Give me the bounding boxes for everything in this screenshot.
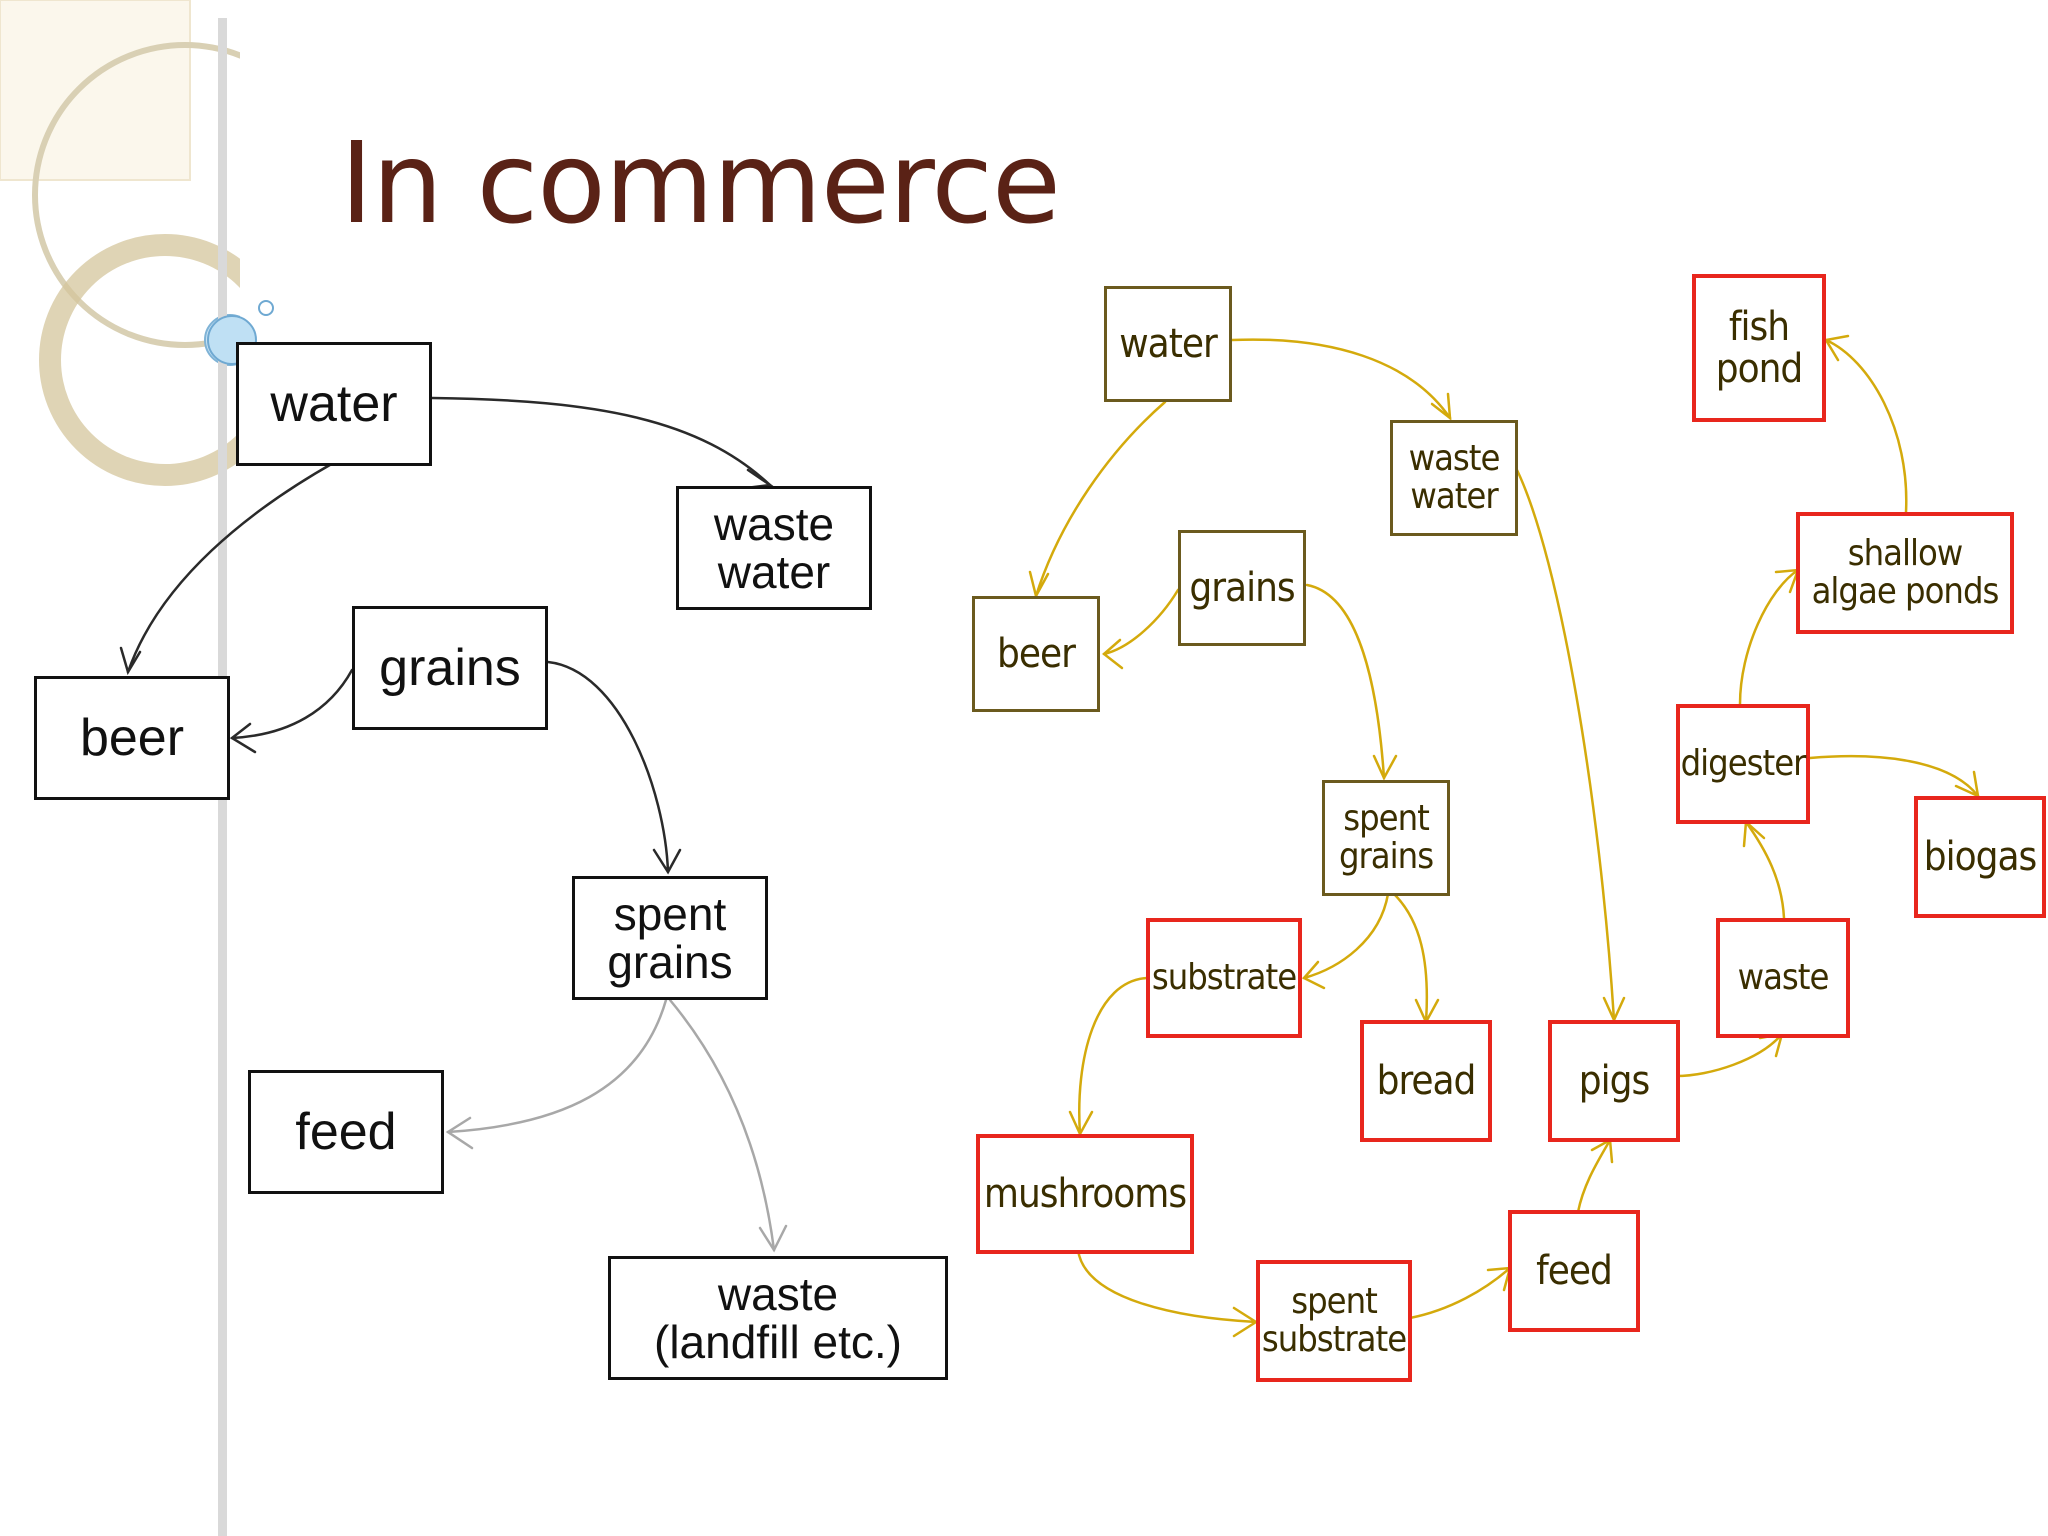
edge-right-algae-fishpond [1824, 338, 1908, 514]
edge-right-wastewater-pigs [1515, 468, 1616, 1022]
arrow-right-substrate [1301, 960, 1326, 990]
right-node-feed: feed [1508, 1210, 1640, 1332]
edge-right-pigs-waste [1674, 1032, 1784, 1078]
edge-right-water-beer [1034, 400, 1167, 598]
right-node-waste-water: waste water [1390, 420, 1518, 536]
edge-left-spentgrains-feed [446, 998, 668, 1134]
right-node-spent-grains: spent grains [1322, 780, 1450, 896]
arrow-right-mushrooms [1068, 1110, 1094, 1137]
edge-right-mushrooms-spentsubstrate [1076, 1248, 1258, 1324]
arrow-left-spentgrains [652, 848, 682, 875]
arrow-right-spentgrains [1372, 754, 1398, 781]
arrow-left-beer-2 [229, 722, 257, 754]
slide-title: In commerce [340, 119, 1061, 249]
edge-right-waste-digester [1744, 820, 1786, 920]
edge-right-spentgrains-bread [1392, 892, 1429, 1024]
arrow-right-wastewater [1430, 392, 1452, 421]
left-node-waste-water: waste water [676, 486, 872, 610]
right-node-substrate: substrate [1146, 918, 1302, 1038]
edge-left-grains-spentgrains [546, 660, 670, 874]
decorative-circles [0, 0, 240, 486]
edge-right-grains-beer [1102, 588, 1180, 656]
right-node-biogas: biogas [1914, 796, 2046, 918]
edge-right-spentgrains-substrate [1302, 892, 1390, 980]
arrow-right-fishpond [1823, 334, 1850, 362]
left-node-beer: beer [34, 676, 230, 800]
right-node-grains: grains [1178, 530, 1306, 646]
right-node-fish-pond: fish pond [1692, 274, 1826, 422]
edge-left-spentgrains-waste [668, 998, 776, 1252]
left-node-spent-grains: spent grains [572, 876, 768, 1000]
edge-left-grains-beer [230, 668, 354, 740]
right-node-shallow-algae-ponds: shallow algae ponds [1796, 512, 2014, 634]
right-node-beer: beer [972, 596, 1100, 712]
left-node-waste-landfill: waste (landfill etc.) [608, 1256, 948, 1380]
edge-right-substrate-mushrooms [1078, 976, 1150, 1136]
right-node-digester: digester [1676, 704, 1810, 824]
arrow-left-waste [758, 1224, 788, 1253]
right-node-pigs: pigs [1548, 1020, 1680, 1142]
right-node-bread: bread [1360, 1020, 1492, 1142]
right-node-waste: waste [1716, 918, 1850, 1038]
arrow-right-beer-2 [1102, 638, 1124, 670]
arrow-left-beer-1 [119, 646, 142, 676]
edge-right-grains-spentgrains [1305, 583, 1386, 780]
edge-left-water-wastewater [430, 396, 772, 487]
right-node-mushrooms: mushrooms [976, 1134, 1194, 1254]
edge-right-feed-pigs [1576, 1138, 1612, 1214]
arrow-left-feed [445, 1116, 474, 1150]
left-node-water: water [236, 342, 432, 466]
edge-right-water-wastewater [1230, 338, 1452, 420]
edge-right-digester-biogas [1808, 754, 1980, 798]
left-node-grains: grains [352, 606, 548, 730]
right-node-water: water [1104, 286, 1232, 402]
edge-right-spentsubstrate-feed [1408, 1266, 1512, 1320]
edge-left-water-beer [126, 460, 337, 674]
right-node-spent-substrate: spent substrate [1256, 1260, 1412, 1382]
left-node-feed: feed [248, 1070, 444, 1194]
edge-right-digester-algae [1738, 568, 1800, 706]
